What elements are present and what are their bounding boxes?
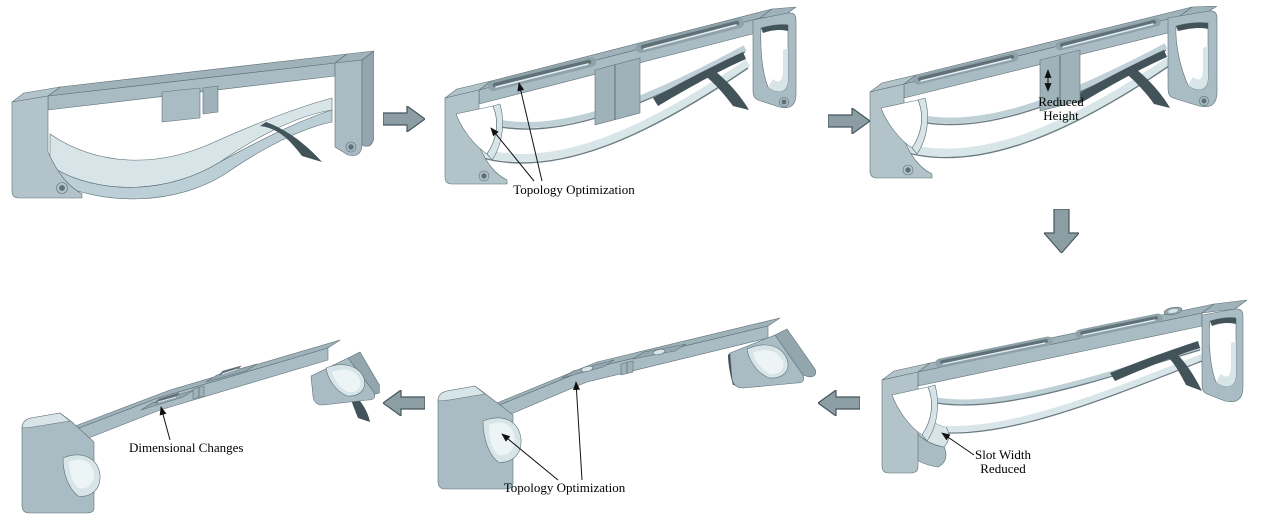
annotation-topology-optimization-bottom: Topology Optimization (503, 480, 626, 495)
flow-arrow-down (1044, 209, 1079, 253)
cad-model-stage-5-topology-optimized (437, 317, 817, 490)
cad-model-stage-6-final (21, 339, 380, 514)
flow-arrow-right-2 (828, 108, 870, 134)
cad-model-stage-2-topology-optimized (444, 6, 797, 185)
annotation-slot-width-reduced: Slot Width Reduced (975, 447, 1031, 476)
flow-arrow-left-2 (383, 390, 425, 416)
cad-model-stage-4-slot-width-reduced (881, 299, 1247, 474)
annotation-dimensional-changes: Dimensional Changes (129, 440, 244, 455)
cad-model-stage-1-initial (11, 50, 374, 200)
flow-arrow-right-1 (383, 106, 425, 132)
flow-arrow-left-1 (818, 390, 860, 416)
cad-model-stage-3-reduced-height (869, 6, 1218, 179)
annotation-topology-optimization-top: Topology Optimization (513, 182, 635, 197)
annotation-reduced-height: Reduced Height (1038, 94, 1084, 123)
